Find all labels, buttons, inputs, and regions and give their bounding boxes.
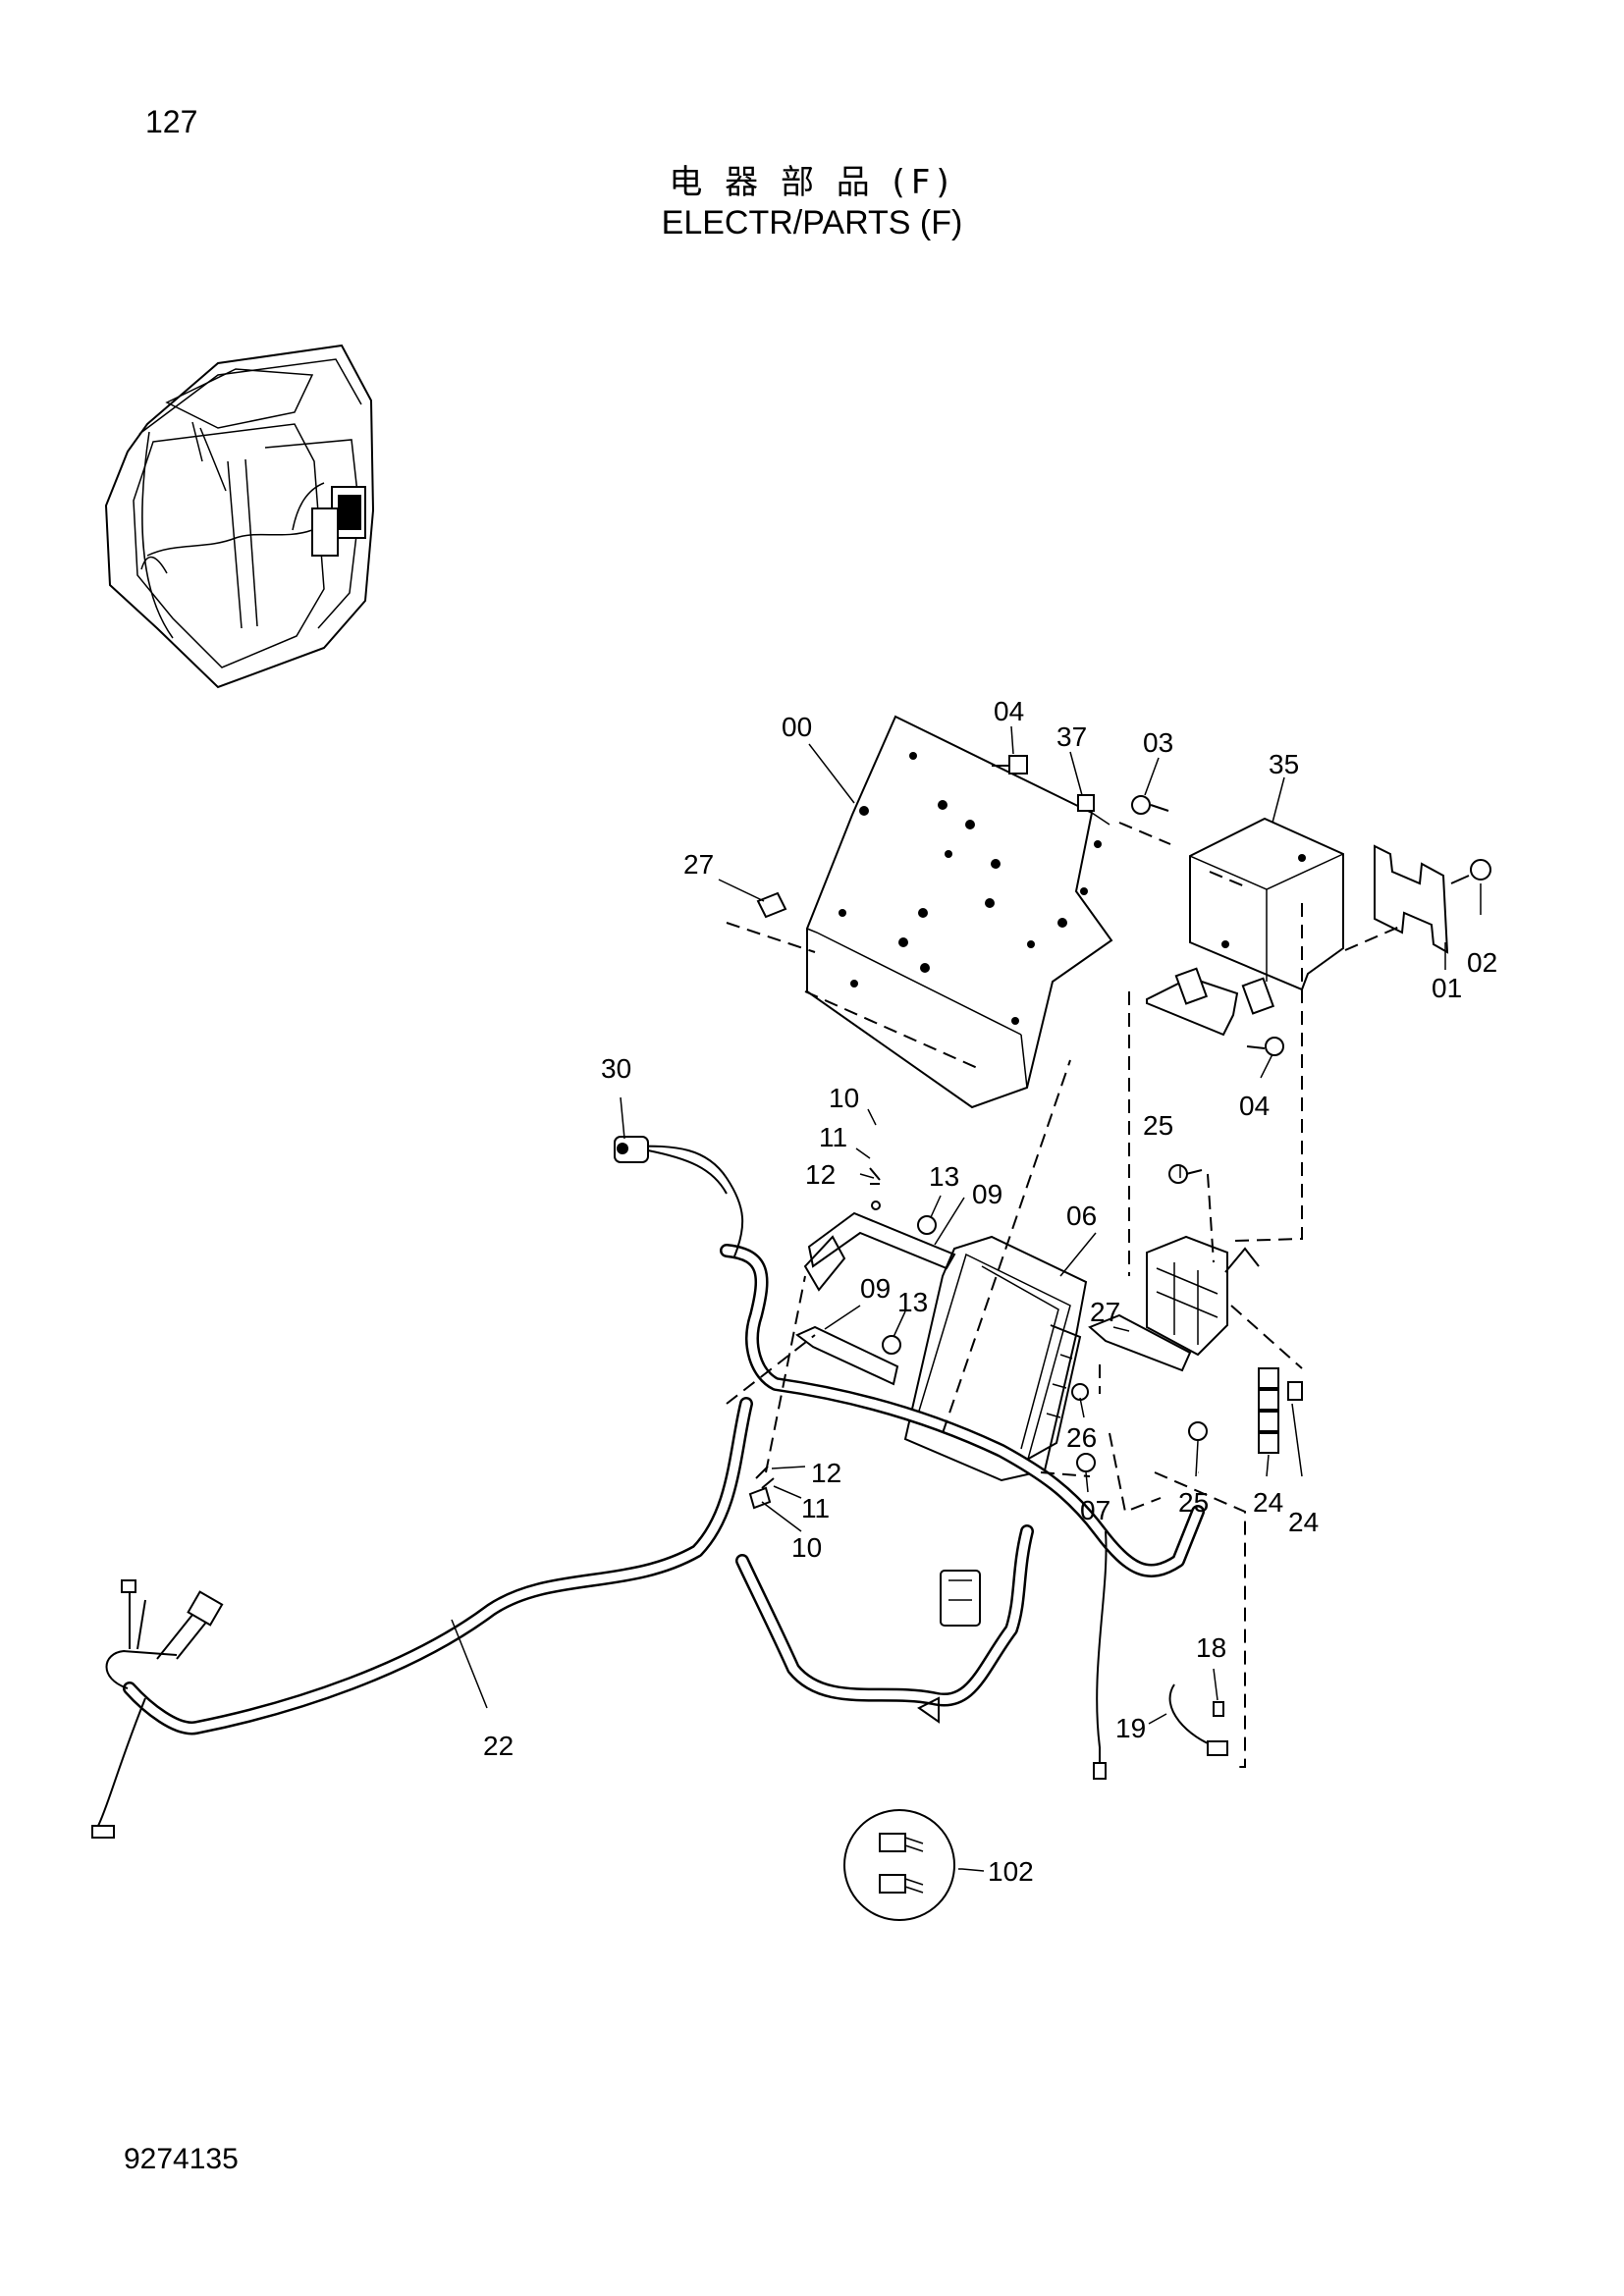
callout-10: 10: [829, 1083, 859, 1113]
diagram-title-chinese: 电 器 部 品 (F): [669, 163, 955, 202]
callout-24: 24: [1288, 1507, 1319, 1537]
callout-19: 19: [1115, 1713, 1146, 1743]
callout-06: 06: [1066, 1201, 1097, 1231]
callout-04: 04: [1239, 1091, 1270, 1121]
callout-12: 12: [805, 1159, 836, 1190]
assembly-guide-lines: [726, 822, 1405, 1768]
page-number: 127: [145, 104, 198, 139]
callout-01: 01: [1432, 973, 1462, 1003]
bracket-box: [1146, 817, 1344, 1037]
callout-35: 35: [1269, 749, 1299, 779]
screws: [748, 755, 1491, 1510]
callout-22: 22: [483, 1731, 514, 1761]
callout-07: 07: [1080, 1495, 1110, 1525]
callout-12: 12: [811, 1458, 841, 1488]
callout-labels: 00 04 37 03 35 27 02 01 04 30 10 11 12 1…: [483, 696, 1497, 1887]
callout-25: 25: [1178, 1487, 1209, 1518]
callout-11: 11: [819, 1122, 847, 1152]
mounting-plate: [726, 715, 1113, 1109]
callout-02: 02: [1467, 947, 1497, 978]
callout-13: 13: [929, 1161, 959, 1192]
callout-13: 13: [897, 1287, 928, 1317]
small-plate: [1374, 844, 1449, 954]
leader-lines: [451, 725, 1482, 1872]
callout-09: 09: [972, 1179, 1002, 1209]
callout-09: 09: [860, 1273, 891, 1304]
callout-04: 04: [994, 696, 1024, 726]
callout-27: 27: [683, 849, 714, 880]
callout-102: 102: [988, 1856, 1034, 1887]
callout-03: 03: [1143, 727, 1173, 758]
callout-27: 27: [1090, 1297, 1120, 1327]
callout-00: 00: [782, 712, 812, 742]
callout-11: 11: [801, 1493, 830, 1523]
document-number: 9274135: [124, 2143, 239, 2175]
callout-18: 18: [1196, 1632, 1226, 1663]
callout-25: 25: [1143, 1110, 1173, 1141]
controller-unit: [795, 1211, 1088, 1482]
cab-overview-illustration: [104, 344, 375, 689]
callout-37: 37: [1056, 721, 1087, 752]
connector-inset-circle: [843, 1809, 955, 1921]
fuse-box: [1088, 1235, 1303, 1454]
callout-26: 26: [1066, 1422, 1097, 1453]
wiring-harness: [91, 1136, 1228, 1839]
callout-24: 24: [1253, 1487, 1283, 1518]
callout-30: 30: [601, 1053, 631, 1084]
diagram-title-english: ELECTR/PARTS (F): [661, 204, 963, 241]
callout-10: 10: [791, 1532, 822, 1563]
